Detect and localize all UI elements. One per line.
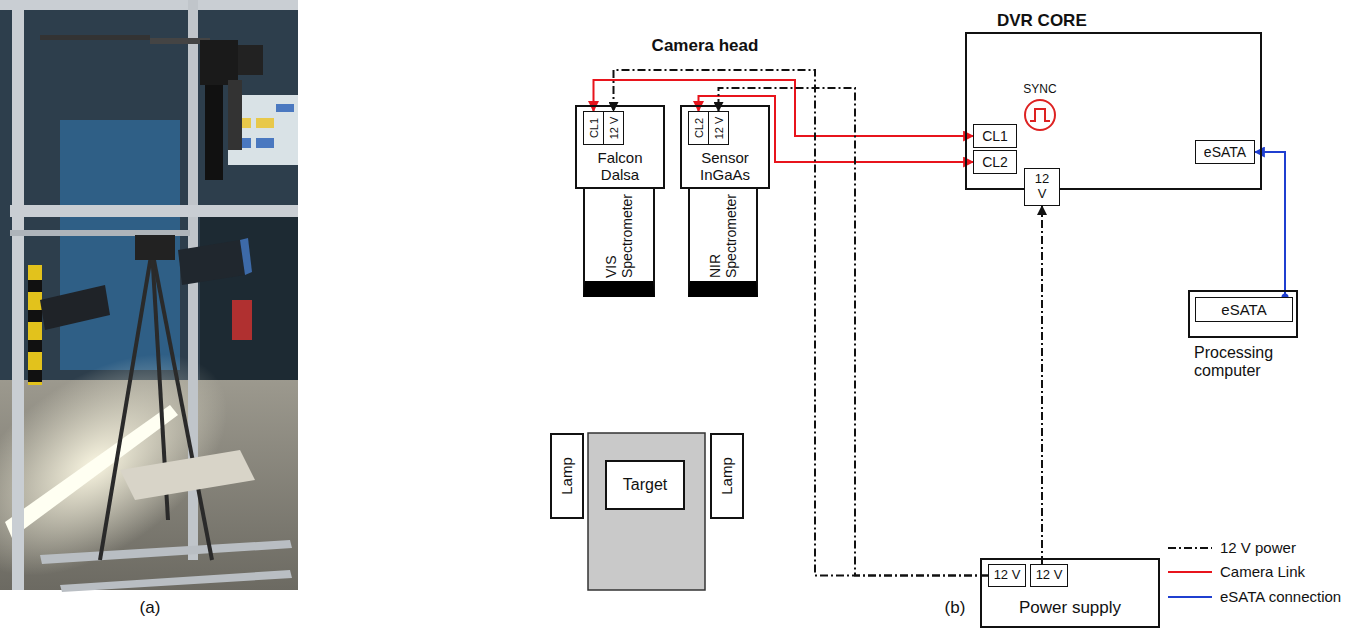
box-label: 12 V — [712, 117, 725, 140]
legend-text: 12 V power — [1220, 539, 1296, 556]
camera-box: Falcon Dalsa CL1 12 V — [575, 105, 665, 189]
photo-lens — [205, 85, 223, 180]
port-box: 12 V — [988, 564, 1026, 587]
port-box: 12 V — [603, 111, 624, 145]
port-box: 12 V — [1030, 564, 1068, 587]
photo-tripod — [152, 250, 212, 560]
photo-bracket — [40, 35, 150, 40]
port-box: CL1 — [583, 111, 604, 145]
photo-poster-mark — [256, 118, 274, 128]
box-label: Power supply — [1019, 598, 1121, 618]
panel-label: (a) — [140, 598, 161, 618]
legend-line — [1168, 547, 1212, 549]
box-label: CL1 — [587, 118, 600, 138]
box-label: 12 V — [1036, 568, 1063, 583]
photo-frame — [60, 570, 292, 592]
legend-text: eSATA connection — [1220, 588, 1341, 605]
box-label: 12 V — [994, 568, 1021, 583]
lamp-box: Lamp — [710, 433, 744, 519]
group-label: Camera head — [652, 36, 759, 56]
legend-line — [1168, 592, 1212, 602]
photo-poster-mark — [276, 104, 294, 112]
photo-frame — [12, 0, 24, 590]
computer-box: Processing computereSATA — [1188, 290, 1298, 338]
photo-post-stripe — [28, 280, 42, 292]
port-box: eSATA — [1195, 140, 1255, 164]
box-label: Lamp — [718, 457, 735, 495]
box-label: Sensor InGaAs — [686, 149, 764, 184]
photo-platform — [120, 450, 255, 500]
photo-post-stripe — [28, 370, 42, 382]
power-line — [719, 88, 989, 576]
legend-row: 12 V power — [1168, 539, 1296, 556]
signal-label: SYNC — [1023, 83, 1056, 97]
photo-poster-mark — [256, 138, 274, 148]
box-label: Lamp — [558, 457, 575, 495]
spectrometer-box: VIS Spectrometer — [583, 187, 655, 297]
box-label: 12 V — [1029, 172, 1055, 202]
box-label: Falcon Dalsa — [581, 149, 659, 184]
photo-frame — [0, 0, 298, 10]
photo-frame — [40, 540, 292, 564]
box-label: eSATA — [1204, 144, 1246, 160]
lamp-box: Lamp — [550, 433, 584, 519]
photo-lamp-edge — [240, 238, 252, 275]
box-heading: DVR CORE — [997, 11, 1087, 31]
port-box: eSATA — [1195, 297, 1293, 322]
sync-symbol — [1025, 100, 1055, 130]
esata-link — [1255, 152, 1285, 297]
legend-row: eSATA connection — [1168, 588, 1341, 605]
legend-line — [1168, 596, 1212, 598]
port-box: 12 V — [708, 111, 729, 145]
photo-tripod-head — [135, 235, 175, 260]
photo-post — [28, 265, 42, 385]
box-label: VIS Spectrometer — [603, 192, 635, 278]
box-label: 12 V — [607, 117, 620, 140]
box-label: eSATA — [1221, 301, 1266, 318]
box-label: NIR Spectrometer — [707, 192, 739, 278]
legend-text: Camera Link — [1220, 563, 1305, 580]
legend-row: Camera Link — [1168, 563, 1305, 580]
box-label: CL2 — [982, 154, 1008, 170]
dvr-box: DVR CORECL1CL2eSATA12 V — [965, 32, 1262, 190]
photo-lamp — [40, 285, 110, 330]
port-box: CL2 — [973, 150, 1017, 174]
photo-camera — [238, 45, 263, 75]
box-label: CL1 — [982, 128, 1008, 144]
legend-line — [1168, 543, 1212, 553]
target-area — [588, 433, 705, 590]
photo-camera — [200, 40, 238, 85]
target-box: Target — [605, 460, 685, 510]
photo-lens — [228, 80, 242, 150]
box-heading: Processing computer — [1194, 344, 1304, 381]
power-supply-box: Power supply 12 V 12 V — [980, 558, 1160, 628]
photo-post-stripe — [28, 340, 42, 352]
photo-tripod — [100, 250, 152, 560]
pulse-symbol — [1030, 109, 1050, 121]
photo-holder — [232, 300, 252, 340]
port-box: CL2 — [688, 111, 709, 145]
box-label: Target — [623, 476, 667, 494]
legend-line — [1168, 571, 1212, 573]
legend-line — [1168, 567, 1212, 577]
port-box: 12 V — [1024, 168, 1060, 206]
photo-cabinet — [60, 120, 180, 370]
port-box: CL1 — [973, 124, 1017, 148]
spectrometer-box: NIR Spectrometer — [688, 187, 758, 297]
box-label: CL2 — [692, 118, 705, 138]
camera-box: Sensor InGaAs CL2 12 V — [680, 105, 770, 189]
photo-frame — [10, 205, 298, 217]
power-line — [1041, 206, 1043, 564]
panel-label: (b) — [945, 598, 966, 618]
photo-lamp — [178, 240, 245, 285]
photo-post-stripe — [28, 310, 42, 322]
